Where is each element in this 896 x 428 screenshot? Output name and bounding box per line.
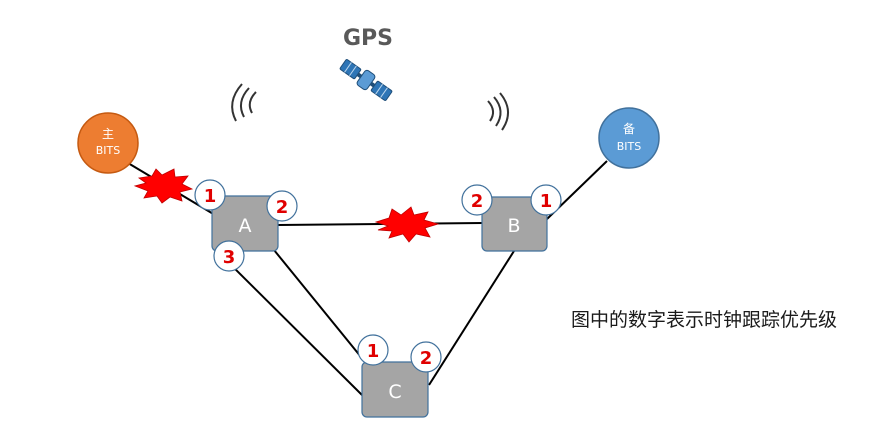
- priority-badge-c-1: 1: [357, 334, 389, 366]
- fault-burst-icon-a-b-link: [374, 206, 440, 243]
- priority-badge-a-3-text: 3: [223, 247, 236, 268]
- link-b-c: [428, 250, 515, 386]
- primary-bits-line1: 主: [102, 127, 114, 141]
- fault-burst-icon-primary-link: [133, 168, 194, 204]
- node-c: C: [361, 361, 429, 418]
- priority-badge-a-2: 2: [266, 190, 298, 222]
- link-a-c-inner: [273, 249, 371, 369]
- signal-waves-right-icon: [487, 92, 509, 131]
- priority-caption: 图中的数字表示时钟跟踪优先级: [571, 309, 838, 331]
- priority-badge-a-1-text: 1: [204, 186, 217, 207]
- backup-bits-line2: BITS: [617, 140, 642, 153]
- backup-bits: 备 BITS: [598, 107, 660, 169]
- priority-badge-b-2-text: 2: [471, 191, 484, 212]
- priority-badges: 1 2 3 2 1 1 2: [194, 179, 562, 373]
- node-c-label: C: [388, 381, 401, 403]
- primary-bits: 主 BITS: [77, 112, 139, 174]
- backup-bits-line1: 备: [623, 122, 635, 136]
- signal-waves-left-icon: [231, 83, 257, 122]
- priority-badge-b-1-text: 1: [540, 191, 553, 212]
- priority-badge-b-2: 2: [461, 184, 493, 216]
- primary-bits-line2: BITS: [96, 144, 121, 157]
- node-b-label: B: [507, 215, 520, 237]
- links: [127, 160, 608, 396]
- satellite-icon: [339, 59, 393, 101]
- node-a: A: [211, 195, 279, 252]
- node-a-label: A: [239, 215, 252, 237]
- priority-badge-c-1-text: 1: [367, 341, 380, 362]
- priority-badge-a-2-text: 2: [276, 197, 289, 218]
- priority-badge-c-2: 2: [410, 341, 442, 373]
- priority-badge-a-1: 1: [194, 179, 226, 211]
- link-a-c-outer: [215, 249, 363, 396]
- priority-badge-b-1: 1: [530, 184, 562, 216]
- gps-label: GPS: [343, 26, 393, 51]
- priority-badge-a-3: 3: [213, 240, 245, 272]
- node-b: B: [481, 196, 548, 252]
- priority-badge-c-2-text: 2: [420, 348, 433, 369]
- link-a-b: [277, 222, 484, 226]
